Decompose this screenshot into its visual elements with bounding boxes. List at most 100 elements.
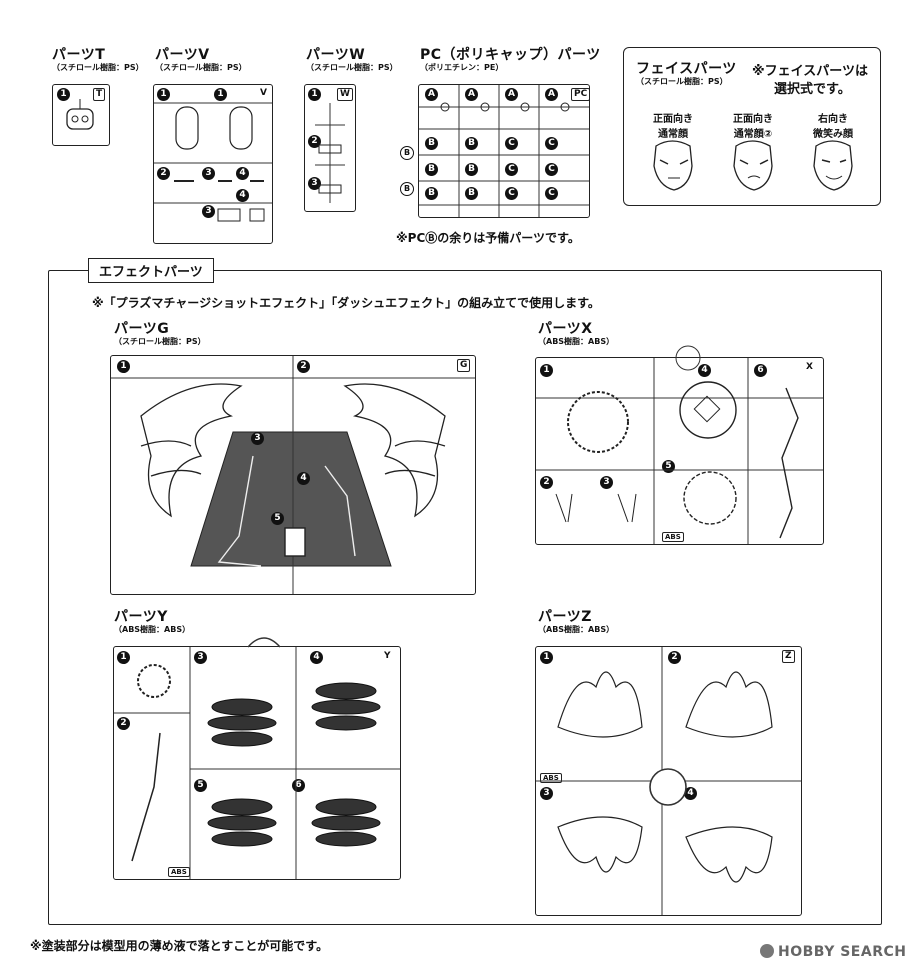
part-number: 3: [194, 651, 207, 664]
part-number: 2: [157, 167, 170, 180]
part-letter-b: B: [465, 187, 478, 200]
face-3-line2: 微笑み顔: [813, 129, 853, 140]
part-t-material: （スチロール樹脂：PS）: [52, 63, 144, 72]
part-letter-b: B: [400, 182, 414, 196]
part-letter-b: B: [425, 187, 438, 200]
part-letter-b: B: [425, 163, 438, 176]
part-number: 1: [214, 88, 227, 101]
part-number: 1: [157, 88, 170, 101]
part-x-runner: 1 4 6 X 2 3 5 ABS: [535, 345, 824, 545]
part-z-title: パーツZ: [538, 609, 592, 625]
part-number: 3: [600, 476, 613, 489]
part-number: 2: [540, 476, 553, 489]
part-number: 1: [540, 651, 553, 664]
abs-label: ABS: [540, 773, 562, 783]
part-number: 3: [308, 177, 321, 190]
face-1-line2: 通常顔: [658, 129, 688, 140]
part-t-shape: [66, 99, 94, 130]
part-number: 4: [698, 364, 711, 377]
part-pc-material: （ポリエチレン：PE）: [420, 63, 504, 72]
part-number: 3: [251, 432, 264, 445]
part-v-title: パーツV: [155, 47, 210, 63]
part-g-title: パーツG: [114, 321, 170, 337]
part-w-title: パーツW: [306, 47, 366, 63]
part-number: 2: [117, 717, 130, 730]
face-1-line1: 正面向き: [653, 114, 693, 125]
part-letter-b: B: [400, 146, 414, 160]
part-w-shapes: [315, 103, 345, 203]
part-number: 1: [540, 364, 553, 377]
part-w-material: （スチロール樹脂：PS）: [306, 63, 398, 72]
face-3-drawing: [813, 140, 853, 191]
part-number: 4: [236, 167, 249, 180]
face-3-line1: 右向き: [818, 114, 848, 125]
part-number: 1: [117, 360, 130, 373]
face-2-label: 正面向き 通常顔②: [718, 110, 788, 140]
part-letter-c: C: [505, 137, 518, 150]
part-y-runner: 1 3 4 Y 2 5 6 ABS: [113, 637, 401, 880]
part-v-runner: 1 1 V 2 3 4 3 4: [153, 84, 273, 244]
hobby-search-logo-icon: [760, 944, 774, 958]
abs-label: ABS: [662, 532, 684, 542]
part-number: 1: [117, 651, 130, 664]
part-x-shapes: [536, 345, 823, 544]
part-number: 2: [297, 360, 310, 373]
part-v-shapes: [154, 102, 272, 222]
part-number: 4: [310, 651, 323, 664]
part-letter-c: C: [505, 163, 518, 176]
part-pc-shapes: [419, 85, 589, 217]
part-pc-title: PC（ポリキャップ）パーツ: [420, 47, 601, 63]
face-3-label: 右向き 微笑み顔: [798, 110, 868, 140]
part-x-title: パーツX: [538, 321, 593, 337]
part-letter-a: A: [505, 88, 518, 101]
part-g-material: （スチロール樹脂：PS）: [114, 337, 206, 346]
part-number: 3: [202, 205, 215, 218]
runner-letter: X: [804, 362, 815, 373]
face-1-drawing: [653, 140, 693, 191]
part-letter-b: B: [465, 137, 478, 150]
part-t-title: パーツT: [52, 47, 106, 63]
part-number: 1: [57, 88, 70, 101]
part-letter-c: C: [545, 137, 558, 150]
part-z-shapes: [536, 647, 801, 915]
part-y-shapes: [114, 637, 400, 879]
runner-letter: Z: [782, 650, 795, 663]
part-letter-c: C: [545, 163, 558, 176]
part-number: 4: [684, 787, 697, 800]
runner-letter: G: [457, 359, 471, 372]
face-1-label: 正面向き 通常顔: [638, 110, 708, 140]
runner-letter: T: [93, 88, 106, 101]
part-letter-b: B: [465, 163, 478, 176]
part-number: 1: [308, 88, 321, 101]
face-note-line1: ※フェイスパーツは: [752, 64, 868, 79]
part-y-material: （ABS樹脂：ABS）: [114, 625, 191, 634]
part-v-material: （スチロール樹脂：PS）: [155, 63, 247, 72]
part-z-material: （ABS樹脂：ABS）: [538, 625, 615, 634]
part-number: 2: [308, 135, 321, 148]
watermark-text: HOBBY SEARCH: [778, 944, 907, 960]
face-2-line1: 正面向き: [733, 114, 773, 125]
part-number: 3: [202, 167, 215, 180]
part-x-material: （ABS樹脂：ABS）: [538, 337, 615, 346]
part-w-runner: 1 W 2 3: [304, 84, 356, 212]
face-drawings: [653, 140, 853, 191]
hobby-search-watermark: HOBBY SEARCH: [760, 944, 906, 960]
part-number: 2: [668, 651, 681, 664]
part-pc-runner: PC A A A A B B C C B B C C B B C C: [418, 84, 591, 218]
face-2-drawing: [733, 140, 773, 191]
face-note-line2: 選択式です。: [774, 82, 851, 97]
face-parts-box: フェイスパーツ （スチロール樹脂：PS） ※フェイスパーツは 選択式です。 正面…: [623, 47, 881, 206]
part-number: 3: [540, 787, 553, 800]
runner-letter: W: [337, 88, 353, 101]
face-title: フェイスパーツ: [636, 61, 737, 77]
part-t-runner: 1 T: [52, 84, 110, 146]
part-y-title: パーツY: [114, 609, 168, 625]
part-letter-b: B: [425, 137, 438, 150]
runner-letter: V: [258, 88, 269, 99]
part-letter-a: A: [425, 88, 438, 101]
part-z-runner: 1 2 Z 3 4 ABS: [535, 646, 802, 916]
footer-note: ※塗装部分は模型用の薄め液で落とすことが可能です。: [30, 939, 329, 953]
abs-label: ABS: [168, 867, 190, 877]
runner-letter: Y: [382, 651, 393, 662]
part-g-runner: 1 2 G 3 4 5: [110, 355, 476, 595]
